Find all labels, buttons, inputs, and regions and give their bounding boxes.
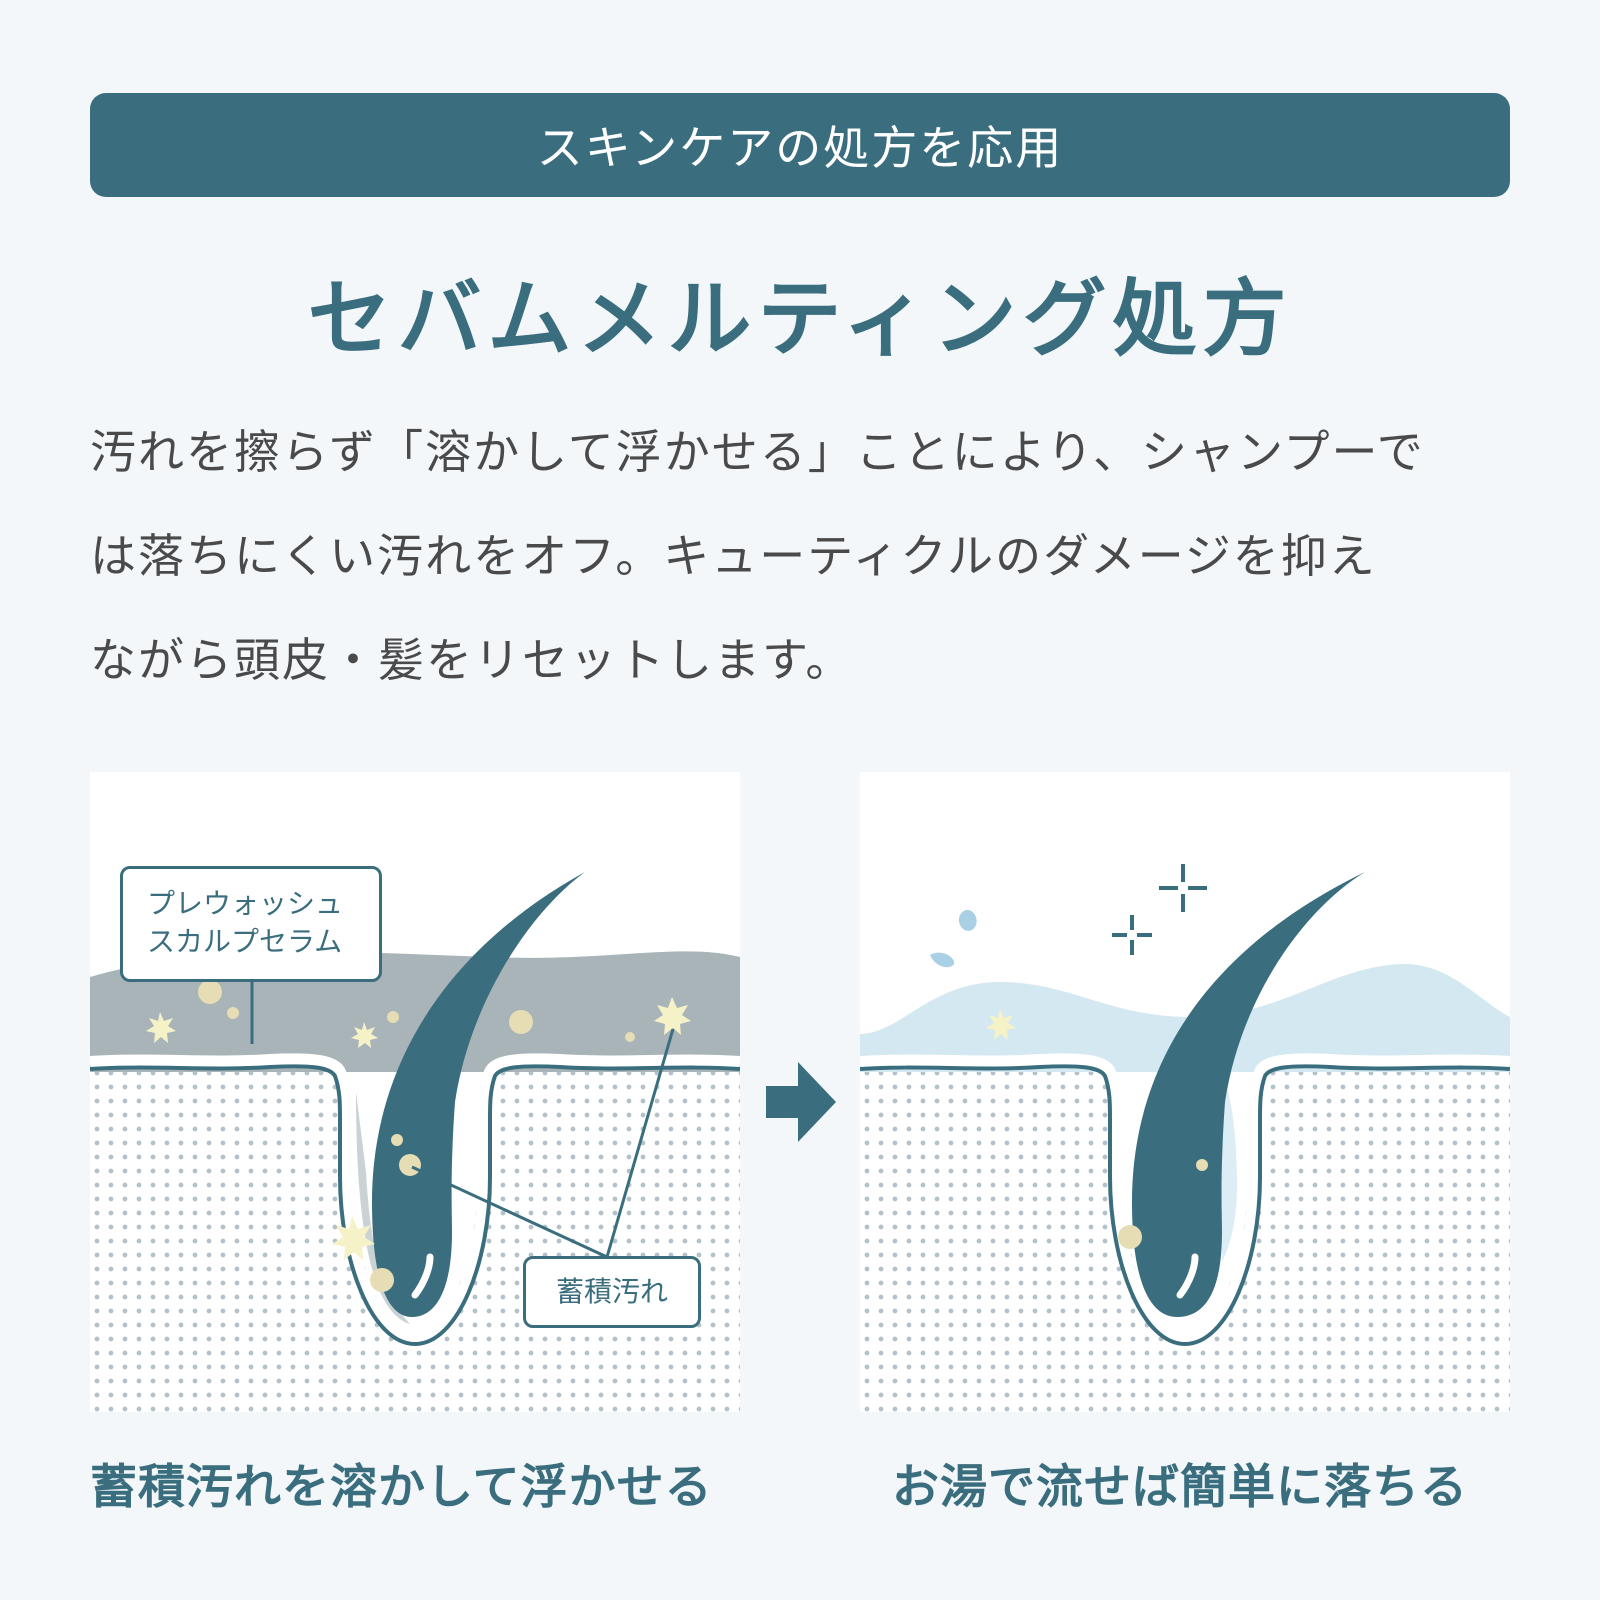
product-callout-line-1: プレウォッシュ — [147, 887, 344, 920]
dirt-particle — [370, 1268, 394, 1292]
dirt-particle — [1196, 1159, 1208, 1171]
dirt-sparkle — [986, 1009, 1016, 1040]
dirt-particle — [399, 1154, 421, 1176]
before-caption: 蓄積汚れを溶かして浮かせる — [90, 1460, 713, 1515]
scalp-skin — [860, 1072, 1510, 1412]
description-line-1: 汚れを擦らず「溶かして浮かせる」ことにより、シャンプーで — [90, 425, 1425, 479]
hair-follicle-with-dirt-illustration — [90, 872, 740, 1412]
dirt-particle — [1118, 1225, 1142, 1249]
water-drop-icon — [958, 909, 977, 931]
arrow-right-icon — [766, 1062, 836, 1142]
dirt-particle — [198, 980, 222, 1004]
clean-hair-follicle-illustration — [860, 864, 1510, 1412]
description-line-3: ながら頭皮・髪をリセットします。 — [90, 633, 854, 687]
after-caption: お湯で流せば簡単に落ちる — [892, 1460, 1468, 1515]
description-line-2: は落ちにくい汚れをオフ。キューティクルのダメージを抑え — [90, 529, 1377, 583]
page-title: セバムメルティング処方 — [307, 270, 1293, 368]
dirt-particle — [625, 1032, 635, 1042]
banner-label: スキンケアの処方を応用 — [536, 121, 1064, 175]
skin-surface-line — [860, 1064, 1510, 1347]
after-illustration — [860, 772, 1510, 1412]
water-layer — [860, 963, 1510, 1072]
dirt-sparkle — [146, 997, 691, 1260]
product-callout-line-2: スカルプセラム — [147, 925, 343, 958]
dirt-callout: 蓄積汚れ — [523, 1256, 701, 1328]
skin-surface-line — [90, 1064, 740, 1347]
product-callout: プレウォッシュ スカルプセラム — [120, 866, 382, 982]
dirt-particle — [391, 1134, 403, 1146]
before-illustration: プレウォッシュ スカルプセラム 蓄積汚れ — [90, 772, 740, 1412]
dirt-callout-label: 蓄積汚れ — [555, 1275, 668, 1308]
dirt-particle — [509, 1010, 533, 1034]
section-banner: スキンケアの処方を応用 — [90, 93, 1510, 197]
dirt-particle — [387, 1011, 399, 1023]
water-drop-icon — [930, 952, 955, 968]
sparkle-icon — [1112, 864, 1207, 955]
hair-strand — [1132, 872, 1365, 1317]
description: 汚れを擦らず「溶かして浮かせる」ことにより、シャンプーで は落ちにくい汚れをオフ… — [90, 400, 1520, 712]
hair-strand — [372, 872, 585, 1317]
dirt-particle — [227, 1007, 239, 1019]
